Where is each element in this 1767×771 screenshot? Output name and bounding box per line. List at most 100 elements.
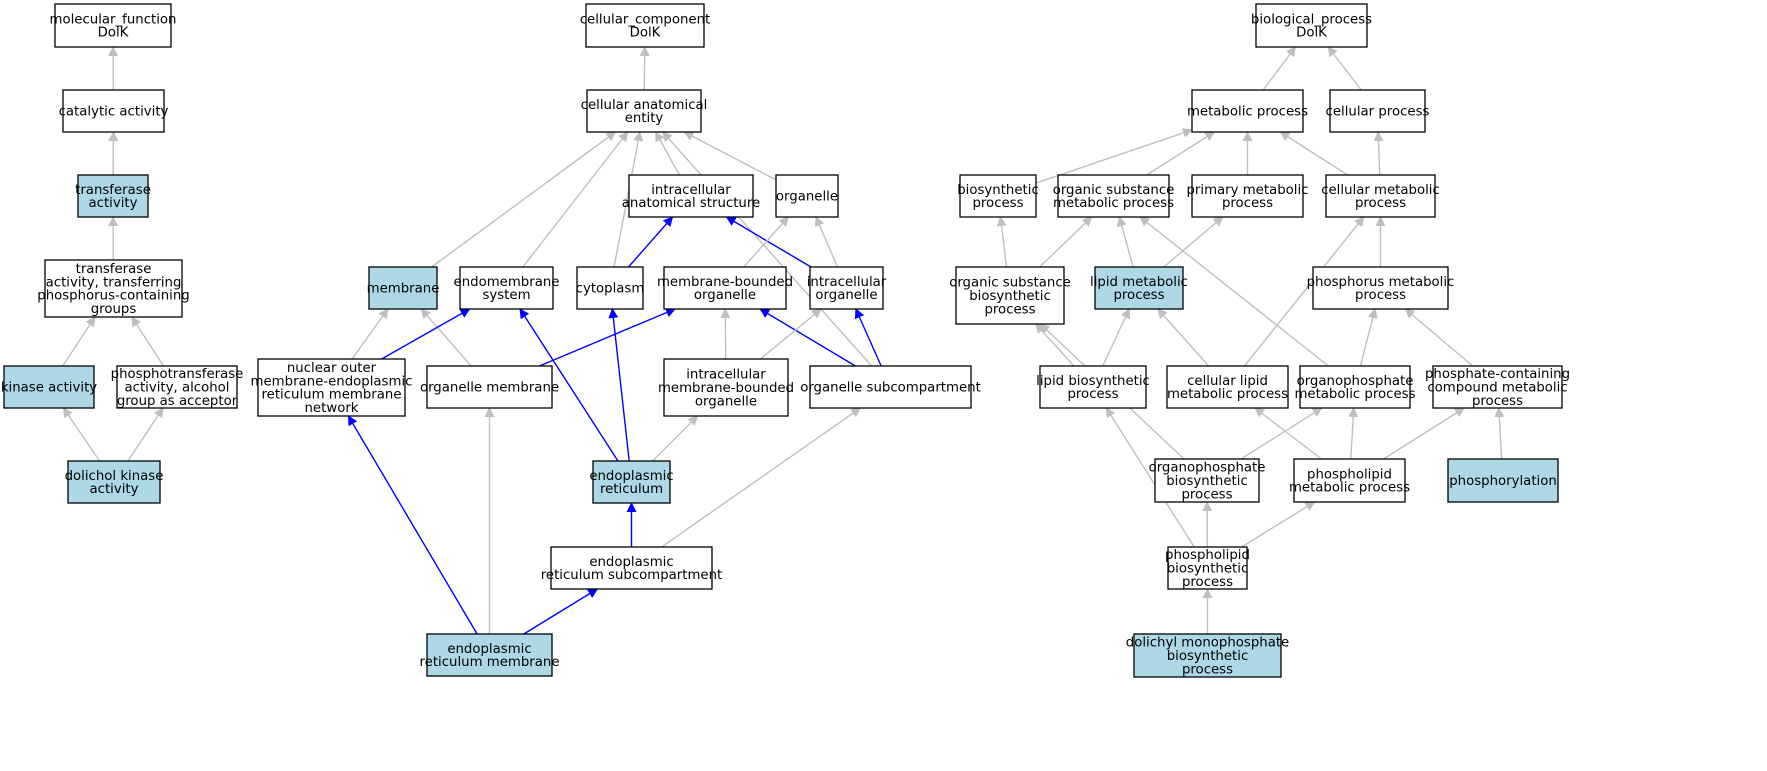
node-box-phosphotr [116, 365, 238, 409]
node-label-cae: entity [625, 111, 664, 126]
node-box-cat [62, 89, 165, 133]
node-label-osbp: organic substance [949, 276, 1071, 291]
node-label-cae: cellular anatomical [581, 98, 708, 113]
node-metab[interactable]: metabolic process [1187, 89, 1308, 133]
node-cytoplasm[interactable]: cytoplasm [576, 266, 645, 310]
node-label-opbp: process [1181, 487, 1232, 502]
edge-pccmp-to-phmp [1404, 308, 1474, 367]
node-box-dolK [67, 460, 161, 504]
node-label-cmp: process [1355, 196, 1406, 211]
node-orgmem[interactable]: organelle membrane [420, 365, 559, 409]
node-organelle[interactable]: organelle [775, 174, 839, 218]
node-label-ias: anatomical structure [622, 196, 760, 211]
node-box-metab [1191, 89, 1304, 133]
node-label-phosph: phosphorylation [1449, 474, 1557, 489]
node-label-cat: catalytic activity [59, 105, 169, 120]
node-label-plbp: phospholipid [1165, 548, 1250, 563]
edge-er-to-endomem [519, 308, 619, 462]
node-label-opmp: organophosphate [1297, 374, 1414, 389]
edge-plmp-to-opmp [1348, 407, 1359, 460]
edge-plmp-to-pccmp [1383, 407, 1466, 460]
node-label-phosphotr: group as acceptor [117, 394, 238, 409]
node-label-osbp: process [984, 302, 1035, 317]
node-label-phmp: phosphorus metabolic [1307, 275, 1455, 290]
node-box-io [809, 266, 884, 310]
edge-orgmem-to-mbo [539, 307, 676, 367]
node-label-er: endoplasmic [589, 469, 673, 484]
edge-orgsub-to-cae [662, 131, 873, 367]
node-nuclear[interactable]: nuclear outermembrane-endoplasmicreticul… [251, 358, 413, 417]
node-box-imbo [663, 358, 789, 417]
node-box-erm [426, 633, 553, 677]
node-label-transfP: groups [91, 302, 137, 317]
node-dmbp[interactable]: dolichyl monophosphatebiosyntheticproces… [1126, 633, 1289, 678]
node-label-organelle: organelle [776, 190, 838, 205]
node-box-kinase [3, 365, 95, 409]
node-cat[interactable]: catalytic activity [59, 89, 169, 133]
node-box-mf [54, 3, 172, 48]
node-label-cc: cellular_component [580, 12, 711, 27]
edge-lbp-to-lmp [1102, 308, 1130, 367]
node-label-pccmp: compound metabolic [1427, 381, 1567, 396]
node-box-phosph [1447, 458, 1559, 503]
node-label-endomem: system [482, 288, 530, 303]
node-label-dolK: dolichol kinase [65, 469, 164, 484]
node-label-mbo: membrane-bounded [657, 275, 793, 290]
node-orgsub[interactable]: organelle subcompartment [800, 365, 981, 409]
node-phosph[interactable]: phosphorylation [1447, 458, 1559, 503]
edge-organelle-to-cae [683, 131, 777, 181]
node-box-cmp [1325, 174, 1436, 218]
node-label-phosphotr: phosphotransferase [111, 367, 244, 382]
node-box-mbo [663, 266, 787, 310]
edge-dolK-to-kinase [62, 407, 101, 462]
node-label-dolK: activity [89, 482, 138, 497]
edge-opmp-to-phmp [1359, 308, 1378, 367]
node-label-phosphotr: activity, alcohol [124, 381, 229, 396]
node-label-lbp: process [1067, 387, 1118, 402]
edge-cmp-to-metab [1279, 131, 1349, 176]
node-label-clmp: cellular lipid [1187, 374, 1268, 389]
node-label-pccmp: process [1472, 394, 1523, 409]
edge-cytoplasm-to-ias [627, 216, 674, 268]
edge-osbp-to-biosyn [996, 216, 1008, 268]
edge-orgmem-to-membrane [420, 308, 472, 367]
edge-ersub-to-orgsub [661, 407, 862, 548]
node-kinase[interactable]: kinase activity [1, 365, 97, 409]
node-membrane[interactable]: membrane [367, 266, 440, 310]
node-box-opmp [1299, 365, 1411, 409]
node-cellp[interactable]: cellular process [1326, 89, 1430, 133]
node-box-endomem [459, 266, 554, 310]
node-label-metab: metabolic process [1187, 105, 1308, 120]
